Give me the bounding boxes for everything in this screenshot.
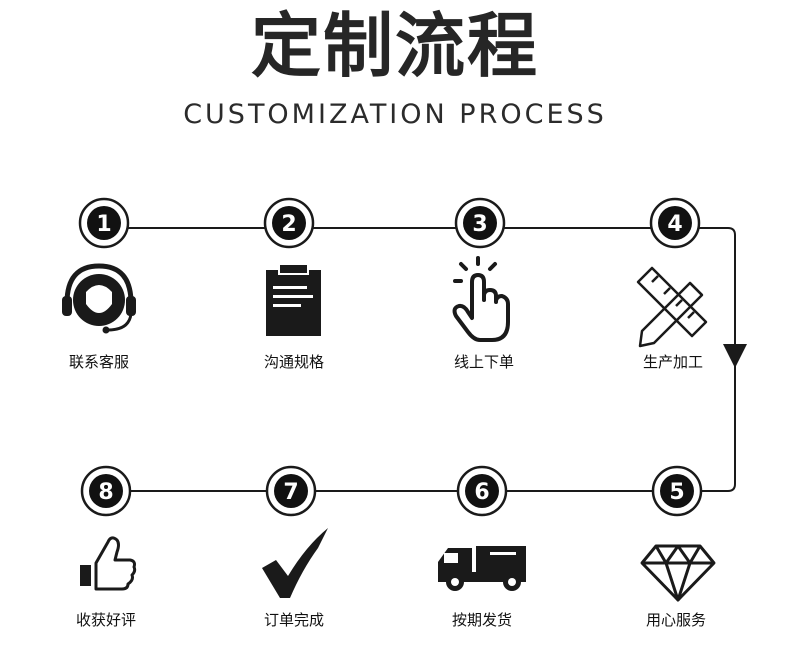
page-title: 定制流程 bbox=[251, 5, 539, 87]
page-subtitle: CUSTOMIZATION PROCESS bbox=[183, 99, 607, 130]
headset-icon bbox=[62, 263, 136, 334]
step-badge-4: 4 bbox=[649, 197, 701, 249]
checkmark-icon bbox=[262, 528, 328, 598]
step-number: 7 bbox=[283, 480, 298, 505]
step-number: 2 bbox=[281, 212, 296, 237]
step-badge-2: 2 bbox=[263, 197, 315, 249]
step-label-4: 生产加工 bbox=[642, 353, 703, 371]
diamond-icon bbox=[640, 544, 716, 602]
step-badge-8: 8 bbox=[80, 465, 132, 517]
step-badge-5: 5 bbox=[651, 465, 703, 517]
step-badge-6: 6 bbox=[456, 465, 508, 517]
step-number: 6 bbox=[474, 480, 489, 505]
step-number: 1 bbox=[96, 212, 111, 237]
thumbs-up-icon bbox=[80, 536, 137, 591]
tap-hand-icon bbox=[452, 256, 510, 342]
step-label-8: 收获好评 bbox=[75, 611, 136, 629]
step-label-6: 按期发货 bbox=[451, 611, 512, 629]
step-label-7: 订单完成 bbox=[263, 611, 324, 629]
step-number: 3 bbox=[472, 212, 487, 237]
step-label-1: 联系客服 bbox=[68, 353, 129, 371]
ruler-pencil-icon bbox=[636, 266, 708, 348]
step-number: 5 bbox=[669, 480, 684, 505]
step-label-3: 线上下单 bbox=[453, 353, 514, 371]
step-label-5: 用心服务 bbox=[645, 611, 706, 629]
step-number: 8 bbox=[98, 480, 113, 505]
step-number: 4 bbox=[667, 212, 682, 237]
delivery-truck-icon bbox=[438, 546, 526, 591]
step-label-2: 沟通规格 bbox=[263, 353, 324, 371]
step-badge-3: 3 bbox=[454, 197, 506, 249]
clipboard-icon bbox=[266, 263, 321, 336]
step-badge-7: 7 bbox=[265, 465, 317, 517]
flow-arrow-icon bbox=[723, 344, 747, 368]
step-badge-1: 1 bbox=[78, 197, 130, 249]
